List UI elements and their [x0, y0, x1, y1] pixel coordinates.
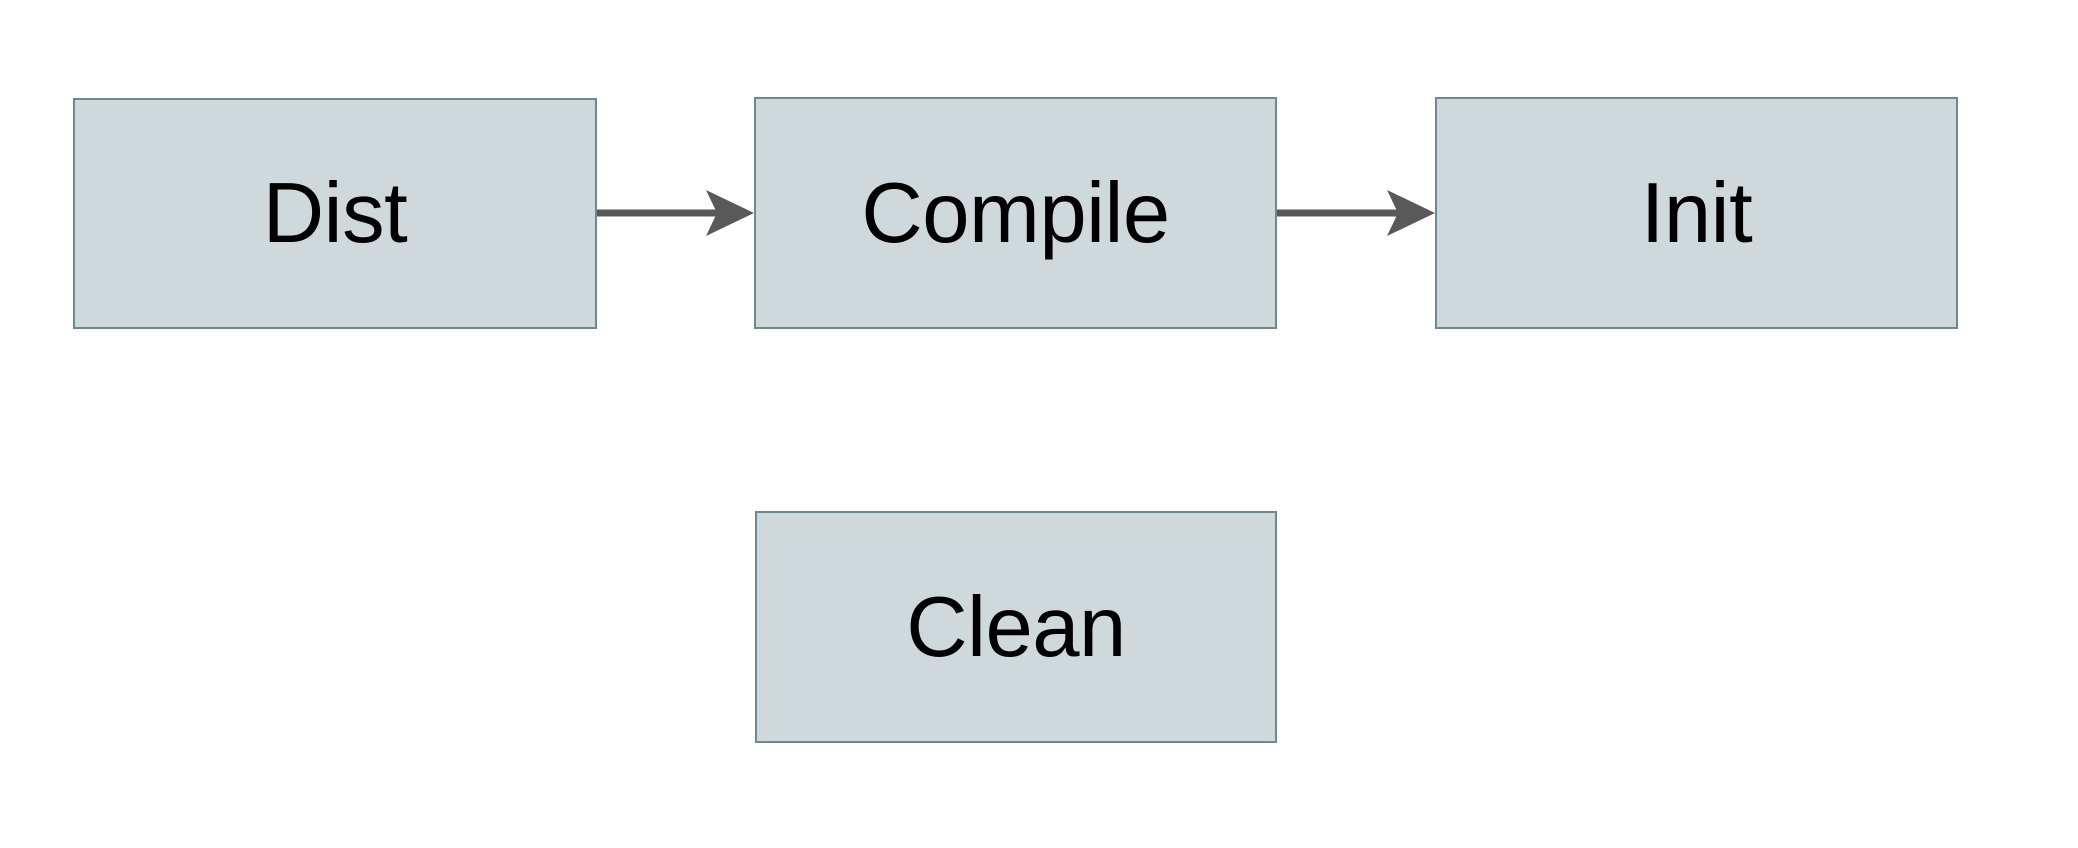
node-compile[interactable]: Compile [754, 97, 1277, 329]
node-label: Clean [906, 579, 1126, 675]
arrowhead-icon [1387, 190, 1435, 236]
node-init[interactable]: Init [1435, 97, 1958, 329]
edge-compile-to-init[interactable] [1277, 190, 1435, 236]
edge-dist-to-compile[interactable] [597, 190, 754, 236]
node-clean[interactable]: Clean [755, 511, 1277, 743]
node-dist[interactable]: Dist [73, 98, 597, 329]
node-label: Dist [262, 166, 408, 261]
node-label: Init [1640, 165, 1753, 261]
arrowhead-icon [706, 190, 754, 236]
node-label: Compile [861, 165, 1170, 261]
